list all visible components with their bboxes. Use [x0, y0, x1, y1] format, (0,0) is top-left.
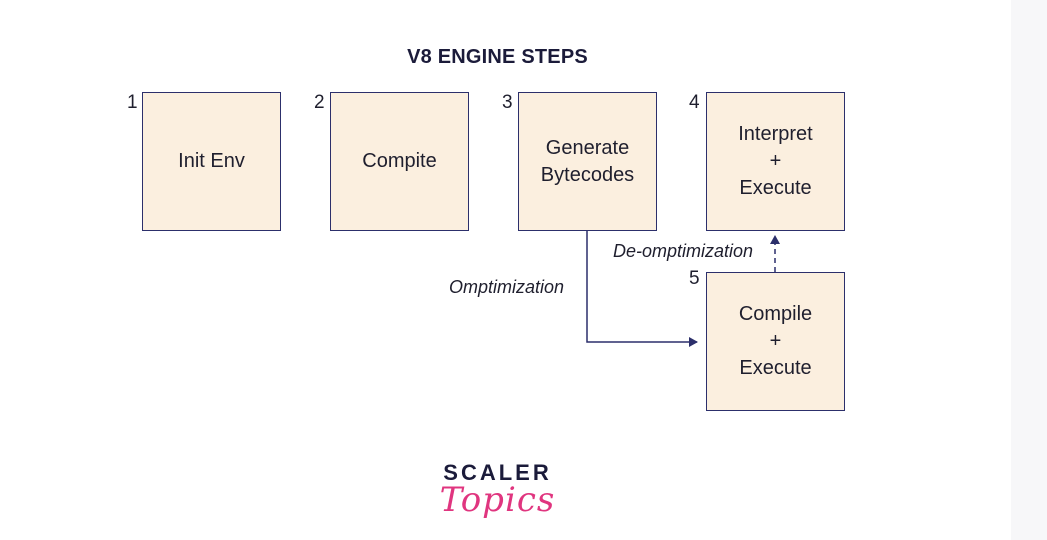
step-5-box: Compile + Execute	[706, 272, 845, 411]
step-3-number: 3	[502, 92, 513, 113]
step-5-number: 5	[689, 268, 700, 289]
step-5-line-3: Execute	[739, 357, 812, 379]
step-4-line-2: +	[769, 150, 782, 172]
step-2-line-1: Compite	[362, 150, 437, 172]
step-2-box: Compite	[330, 92, 469, 231]
step-4-line-3: Execute	[739, 177, 812, 199]
scaler-logo-text: SCALER	[443, 460, 552, 485]
step-4-line-1: Interpret	[738, 123, 813, 145]
step-5-line-1: Compile	[738, 303, 813, 325]
step-1-box: Init Env	[142, 92, 281, 231]
optimization-label: Omptimization	[449, 277, 565, 297]
step-5-line-2: +	[769, 330, 782, 352]
optimization-arrow	[586, 231, 698, 347]
diagram-title: V8 ENGINE STEPS	[407, 46, 588, 68]
topics-logo-text: Topics	[439, 480, 556, 520]
step-1-line-1: Init Env	[178, 150, 245, 172]
step-1-number: 1	[127, 92, 138, 113]
step-4-number: 4	[689, 92, 700, 113]
step-2-number: 2	[314, 92, 325, 113]
step-3-line-1: Generate	[545, 136, 630, 159]
step-4-box: Interpret + Execute	[706, 92, 845, 231]
step-3-box: Generate Bytecodes	[518, 92, 657, 231]
step-3-line-2: Bytecodes	[540, 163, 635, 186]
deoptimization-label: De-omptimization	[613, 241, 754, 261]
right-edge-strip	[1011, 0, 1047, 540]
